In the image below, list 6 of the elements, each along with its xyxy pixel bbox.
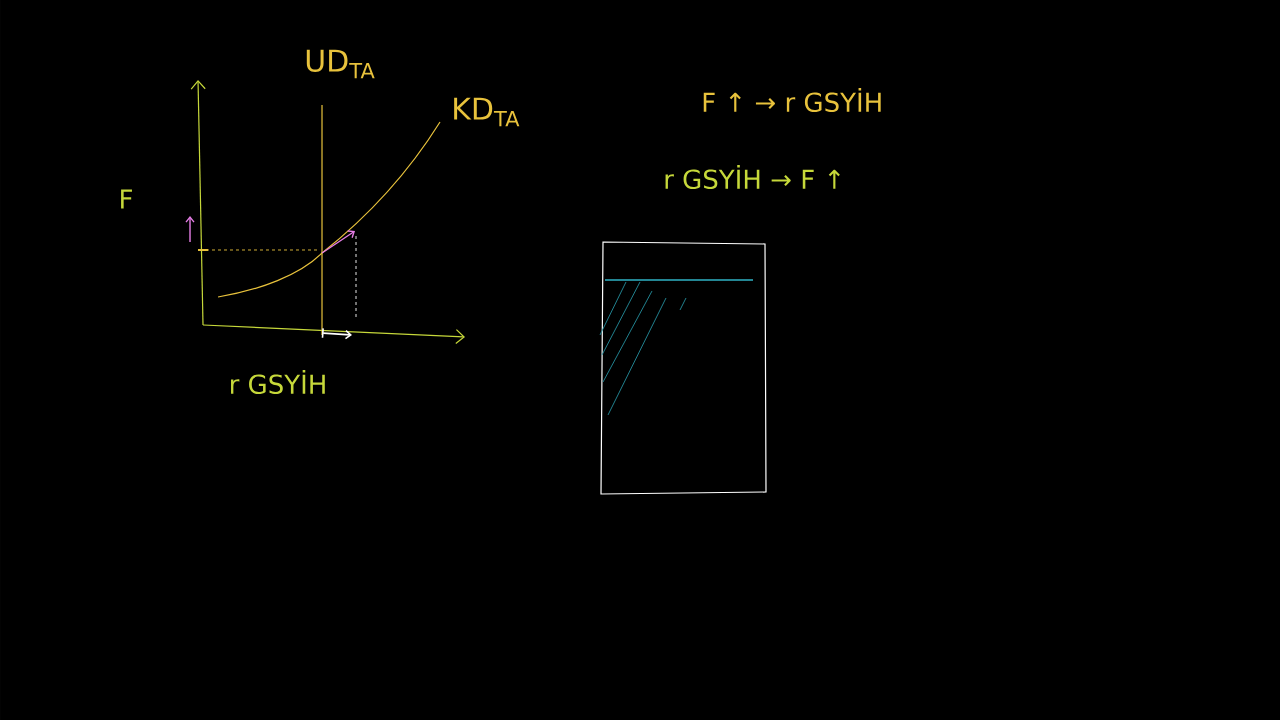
statement-text: r GSYİH → F ↑: [665, 164, 840, 190]
axis-label: F: [121, 189, 132, 209]
curve-label: KD$_{TA}$: [454, 97, 520, 127]
axis-label: r GSYİH: [231, 369, 325, 395]
curve-label: UD$_{TA}$: [306, 49, 375, 79]
statement-text: F ↑ → r GSYİH: [703, 87, 881, 113]
